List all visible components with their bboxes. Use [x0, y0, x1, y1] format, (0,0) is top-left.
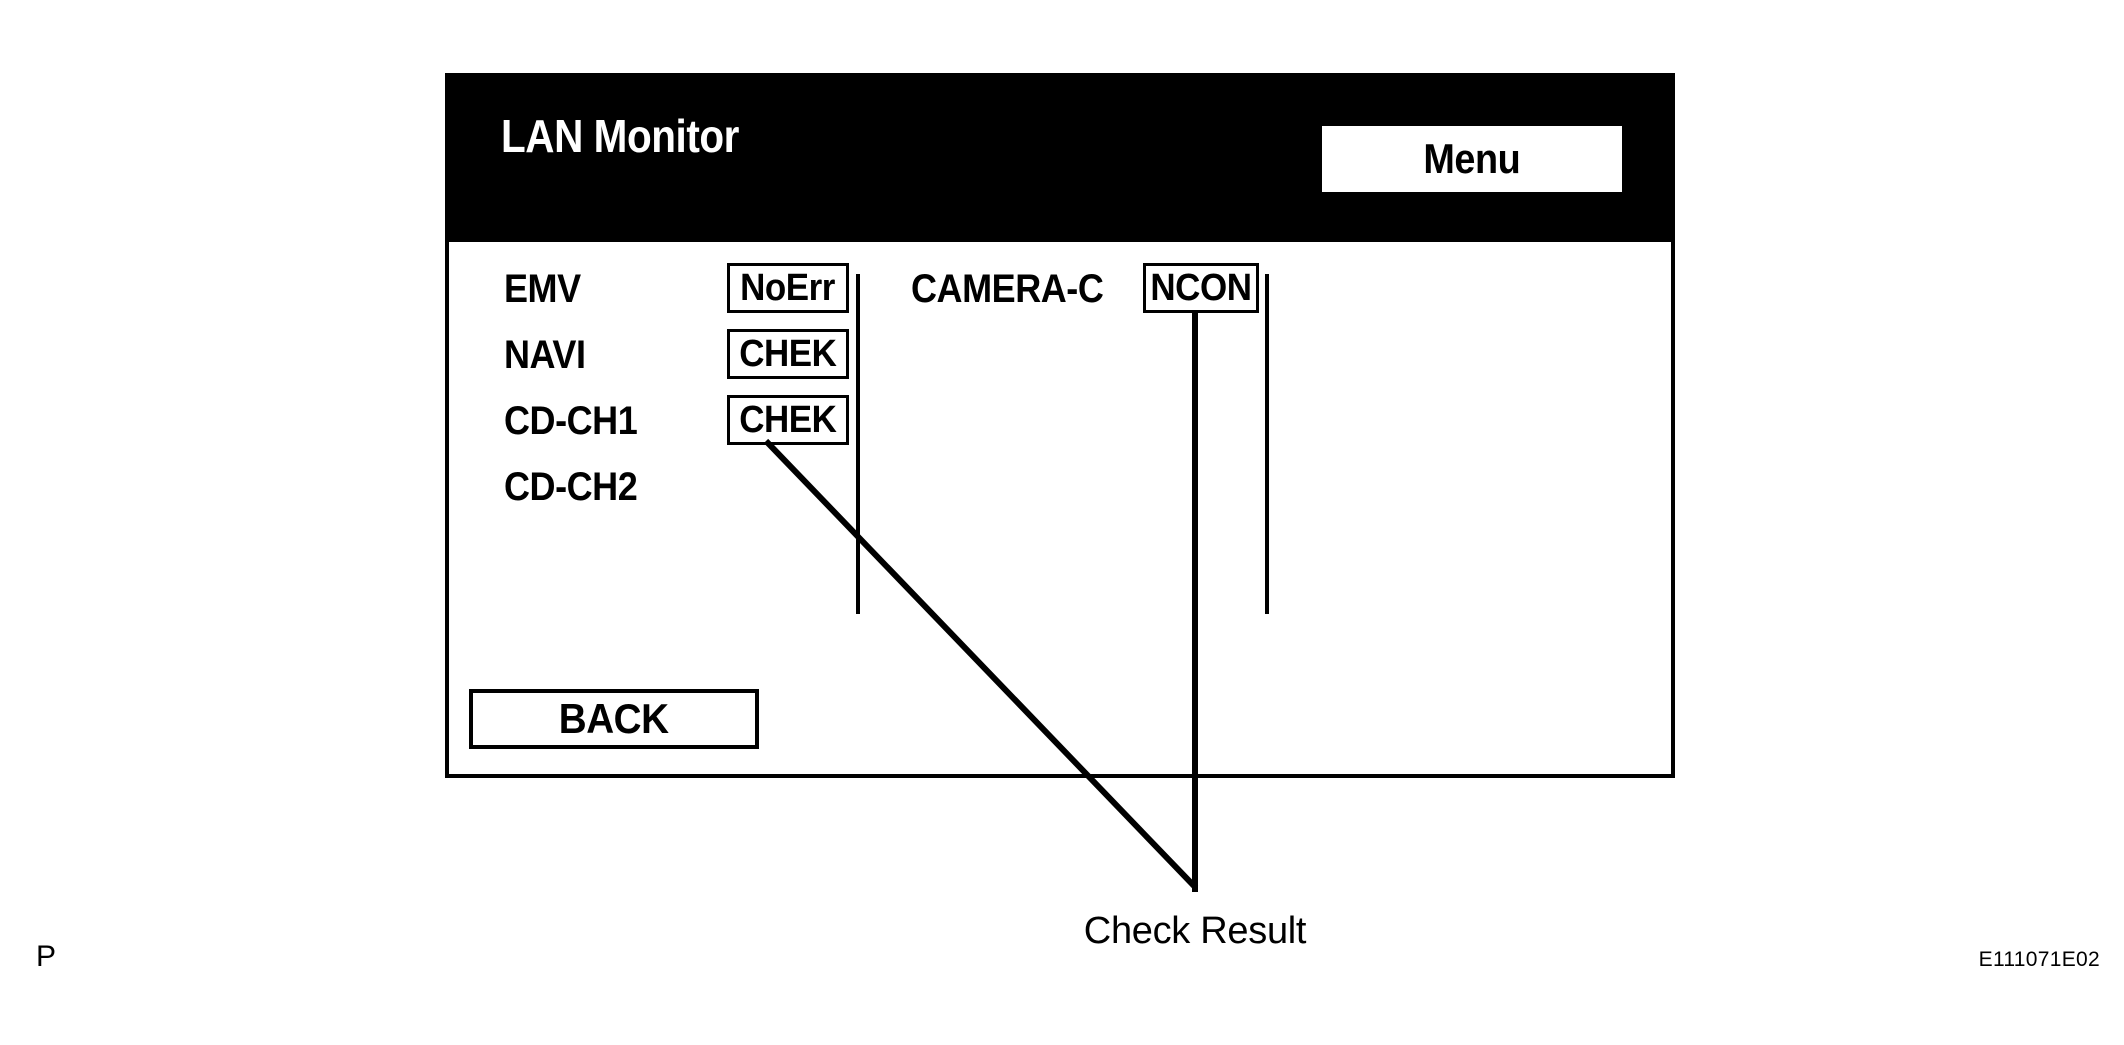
menu-button-label: Menu — [1423, 135, 1521, 182]
status-row-label: CD-CH2 — [504, 464, 638, 509]
menu-button[interactable]: Menu — [1322, 126, 1622, 192]
page-title: LAN Monitor — [501, 110, 739, 162]
status-badge-text: NoErr — [740, 266, 836, 309]
status-row-label: CAMERA-C — [911, 266, 1104, 311]
status-badge-text: NCON — [1150, 266, 1252, 309]
column-divider-1 — [856, 274, 860, 614]
column-divider-2 — [1265, 274, 1269, 614]
screen-body: EMV NAVI CD-CH1 CD-CH2 NoErr CHEK CHEK C… — [449, 242, 1671, 779]
status-row-cd-ch2: CD-CH2 — [504, 462, 652, 512]
status-row-label: EMV — [504, 266, 581, 311]
page-mark: P — [36, 940, 57, 973]
lan-monitor-screen: LAN Monitor Menu EMV NAVI CD-CH1 CD-CH2 … — [445, 73, 1675, 778]
status-badge-emv: NoErr — [727, 263, 849, 313]
status-row-label: NAVI — [504, 332, 586, 377]
status-badge-text: CHEK — [739, 398, 837, 441]
figure-code: E111071E02 — [1978, 948, 2100, 971]
back-button[interactable]: BACK — [469, 689, 759, 749]
screen-header-bar: LAN Monitor Menu — [445, 73, 1675, 242]
status-row-navi: NAVI — [504, 330, 595, 380]
status-badge-cd-ch1: CHEK — [727, 395, 849, 445]
status-badge-navi: CHEK — [727, 329, 849, 379]
status-row-camera-c: CAMERA-C — [911, 264, 1125, 314]
status-badge-camera-c: NCON — [1143, 263, 1259, 313]
status-row-emv: EMV — [504, 264, 589, 314]
back-button-label: BACK — [559, 695, 669, 742]
status-row-label: CD-CH1 — [504, 398, 638, 443]
status-badge-text: CHEK — [739, 332, 837, 375]
status-row-cd-ch1: CD-CH1 — [504, 396, 652, 446]
annotation-check-result: Check Result — [1083, 910, 1307, 952]
